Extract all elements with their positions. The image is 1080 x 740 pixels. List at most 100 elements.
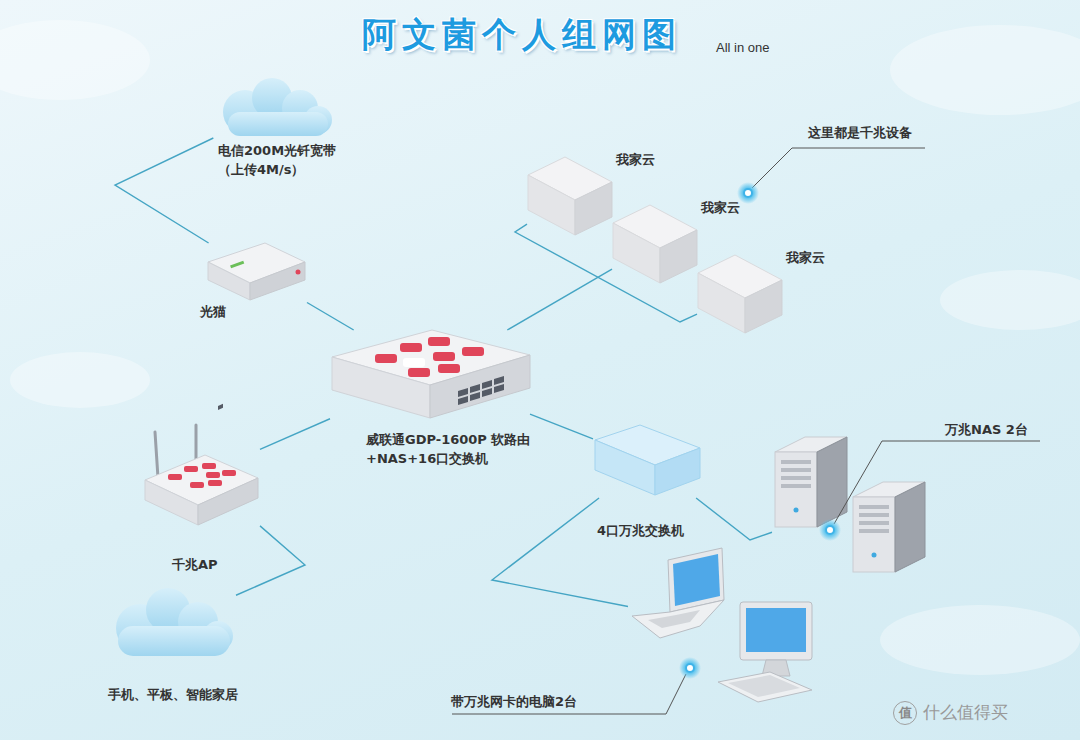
device-node: 电信200M光钎宽带 （上传4M/s） <box>213 80 335 138</box>
access-point-icon <box>168 463 236 488</box>
access-point-icon <box>145 480 198 525</box>
switch-icon <box>595 440 655 495</box>
desktop-icon <box>718 602 812 702</box>
nas-server <box>781 476 811 480</box>
network-link <box>260 419 330 450</box>
desktop-icon <box>746 608 806 652</box>
home-cloud-box <box>745 280 782 333</box>
router-icon <box>494 384 504 393</box>
home-cloud-box <box>575 182 612 235</box>
callout-dot <box>744 189 752 197</box>
home-cloud-box <box>698 255 782 333</box>
access-point-icon <box>218 404 223 410</box>
nas-server <box>781 484 811 488</box>
device-node: 千兆AP <box>143 423 260 527</box>
router-icon <box>375 337 484 377</box>
access-point-icon <box>222 470 236 476</box>
laptop-icon <box>632 600 724 638</box>
nas-server <box>817 437 847 527</box>
router-icon <box>433 352 455 361</box>
network-link <box>492 498 628 606</box>
access-point-icon <box>208 480 222 486</box>
router-icon <box>494 376 504 385</box>
laptop-icon <box>673 554 720 606</box>
home-cloud-box <box>698 273 745 333</box>
callout-dot <box>826 526 834 534</box>
router-icon <box>470 384 480 393</box>
node-label: 我家云 <box>786 249 825 268</box>
access-point-icon <box>184 466 198 472</box>
nas-server <box>859 521 889 525</box>
device-node: 手机、平板、智能家居 <box>114 586 236 658</box>
router-icon <box>400 343 422 352</box>
router-icon <box>403 358 425 367</box>
router-icon <box>458 388 468 397</box>
internet-cloud <box>223 78 332 136</box>
access-point-icon <box>155 432 158 478</box>
nas-server <box>775 452 817 527</box>
callout-leaders <box>452 148 1040 714</box>
network-link <box>307 302 354 330</box>
nas-server <box>853 497 895 572</box>
network-link <box>515 224 697 322</box>
device-cloud <box>118 626 230 656</box>
background-clouds <box>940 270 1080 330</box>
access-point-icon <box>168 474 182 480</box>
router-icon <box>438 364 460 373</box>
router-icon <box>458 396 468 405</box>
subtitle: All in one <box>716 40 769 55</box>
access-point-icon <box>218 404 223 410</box>
router-icon <box>428 337 450 346</box>
device-node: 光猫 <box>207 243 307 303</box>
node-label: 万兆NAS 2台 <box>945 421 1028 440</box>
access-point-icon <box>195 425 198 462</box>
laptop-icon <box>632 548 724 638</box>
background-clouds <box>0 20 150 100</box>
background-clouds <box>890 25 1080 115</box>
access-point-icon <box>145 404 258 525</box>
node-label: 威联通GDP-1600P 软路由+NAS+16口交换机 <box>366 431 538 469</box>
router-icon <box>408 368 430 377</box>
home-cloud-box <box>613 223 660 283</box>
callout-note: 这里都是千兆设备 <box>808 124 912 142</box>
switch-icon <box>595 425 700 495</box>
device-node: 4口万兆交换机 <box>593 423 703 498</box>
router-icon <box>458 376 504 405</box>
modem-icon <box>208 243 305 300</box>
desktop-icon <box>740 602 812 660</box>
device-node: 我家云 <box>527 157 613 235</box>
callout-dot <box>679 182 841 679</box>
device-node: 万兆NAS 2台 <box>772 435 927 575</box>
node-label: 我家云 <box>616 151 655 170</box>
modem-icon <box>250 262 305 300</box>
router-icon <box>375 354 397 363</box>
nas-server <box>859 529 889 533</box>
laptop-icon <box>648 610 700 628</box>
background-clouds <box>10 352 150 408</box>
network-link <box>236 526 305 595</box>
modem-icon <box>208 262 250 300</box>
nas-server <box>781 460 811 488</box>
nas-server <box>781 460 811 464</box>
nas-server <box>895 482 925 572</box>
network-link <box>696 498 772 540</box>
watermark-logo: 值 <box>893 701 917 725</box>
node-label: 千兆AP <box>172 556 218 575</box>
background-clouds <box>880 605 1080 675</box>
access-point-icon <box>202 463 216 469</box>
nas-server <box>859 505 889 533</box>
nas-server <box>775 437 847 527</box>
access-point-icon <box>206 472 220 478</box>
home-cloud-box <box>660 230 697 283</box>
internet-cloud <box>228 112 328 136</box>
node-label: 光猫 <box>200 303 226 322</box>
node-label: 我家云 <box>701 199 740 218</box>
router-icon <box>332 357 430 418</box>
diagram-title: 阿文菌个人组网图 <box>362 12 682 58</box>
switch-icon <box>655 448 700 495</box>
router-icon <box>462 347 484 356</box>
node-label: 4口万兆交换机 <box>597 522 684 541</box>
device-node: 带万兆网卡的电脑2台 <box>628 545 818 705</box>
